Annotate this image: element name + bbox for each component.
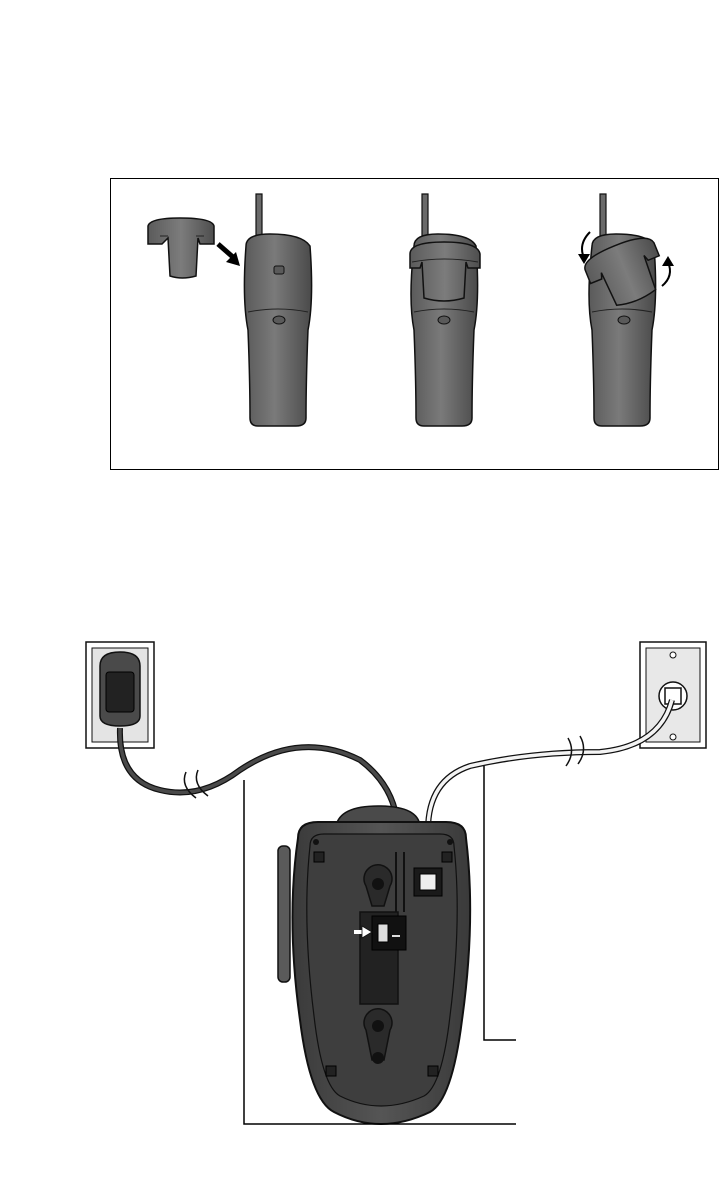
belt-clip-illustration bbox=[0, 0, 722, 500]
power-adapter bbox=[100, 652, 140, 726]
handset-1 bbox=[244, 194, 311, 426]
handset-2 bbox=[411, 194, 478, 426]
belt-clip-loose bbox=[148, 218, 214, 278]
handset-3 bbox=[589, 194, 656, 426]
arrow-down-right-icon bbox=[218, 244, 240, 266]
base-connection-illustration bbox=[0, 600, 722, 1194]
base-unit bbox=[278, 806, 470, 1124]
